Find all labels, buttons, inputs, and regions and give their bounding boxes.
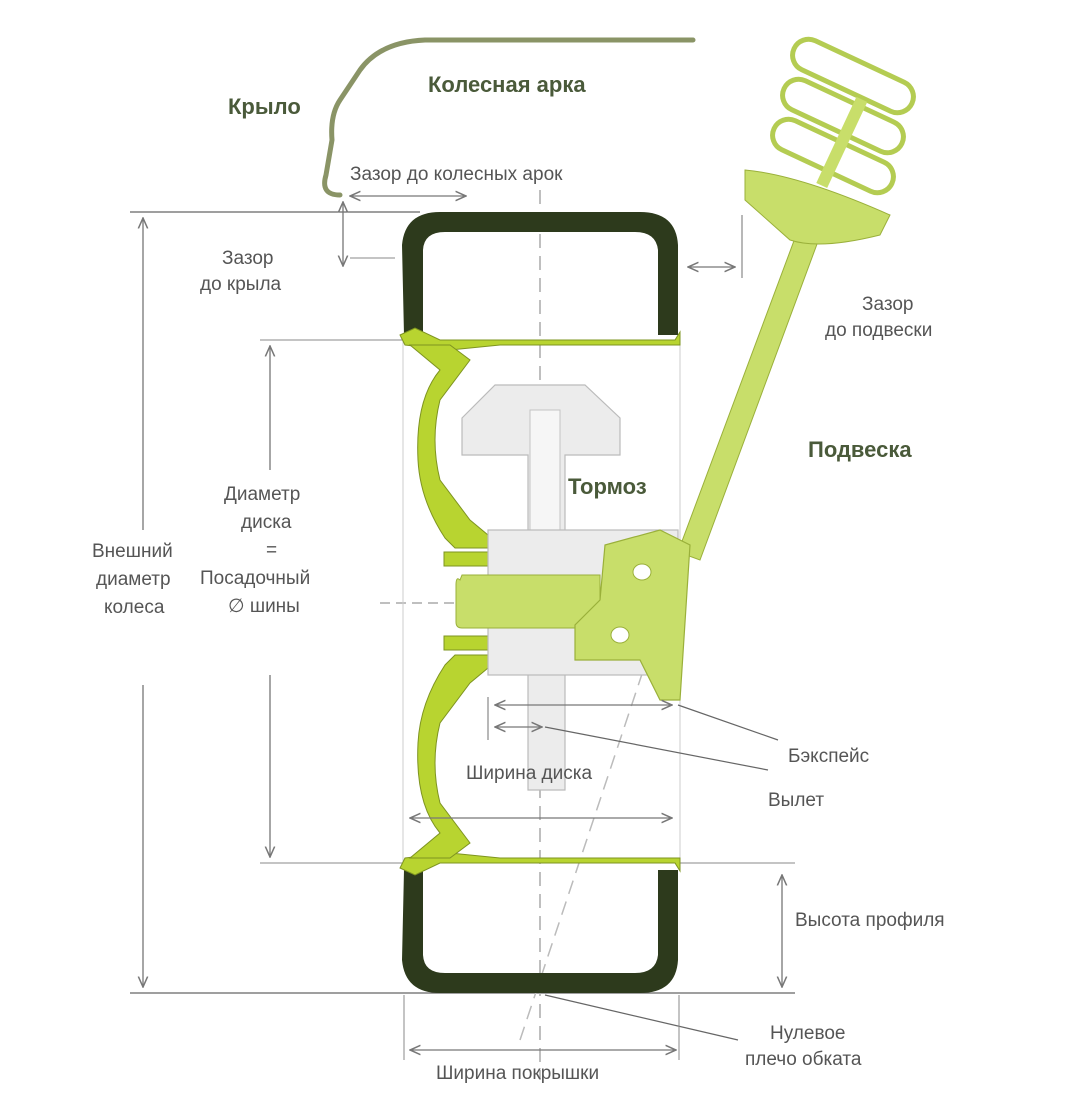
label-outer-diameter-1: Внешний [92,541,173,562]
label-brake: Тормоз [568,474,647,499]
label-arch-clearance: Зазор до колесных арок [350,164,563,185]
label-rim-diameter-2: диска [241,512,292,533]
tire-top [402,212,678,335]
zero-scrub-leader [544,994,739,1041]
label-suspension: Подвеска [808,437,912,462]
axle [455,574,601,629]
knuckle-hole-1 [632,563,652,581]
label-profile-height: Высота профиля [795,910,945,931]
label-fender-clearance-1: Зазор [222,248,273,269]
spring-coil-2 [780,76,906,156]
rim-spoke-upper [408,344,489,549]
spring-rod [816,96,868,189]
label-suspension-clearance-1: Зазор [862,294,913,315]
label-rim-diameter-3: = [266,540,277,561]
label-rim-width: Ширина диска [466,763,592,784]
fender-outline [322,37,696,198]
label-zero-scrub-2: плечо обката [745,1049,862,1070]
label-backspace: Бэкспейс [788,746,869,767]
label-fender-clearance-2: до крыла [200,274,282,295]
brake-disc-center [529,409,561,531]
rim-spoke-lower [408,654,489,859]
label-wheel-arch: Колесная арка [428,72,586,97]
spring-coil-1 [790,36,916,116]
label-rim-diameter-5: ∅ шины [228,596,300,617]
hub-tooth-upper [443,551,489,567]
label-fender: Крыло [228,94,301,119]
label-outer-diameter-2: диаметр [96,569,171,590]
hub-tooth-lower [443,635,489,651]
label-offset: Вылет [768,790,824,811]
label-rim-diameter-4: Посадочный [200,568,310,589]
suspension-strut [677,229,821,561]
label-rim-diameter-1: Диаметр [224,484,300,505]
steering-knuckle [574,529,691,701]
offset-leader [544,726,769,771]
backspace-leader [677,704,779,741]
spring-seat [744,169,891,245]
label-suspension-clearance-2: до подвески [825,320,932,341]
label-zero-scrub-1: Нулевое [770,1023,845,1044]
tire-bottom [402,870,678,993]
label-outer-diameter-3: колеса [104,597,165,618]
label-tire-width: Ширина покрышки [436,1063,599,1084]
knuckle-hole-2 [610,626,630,644]
